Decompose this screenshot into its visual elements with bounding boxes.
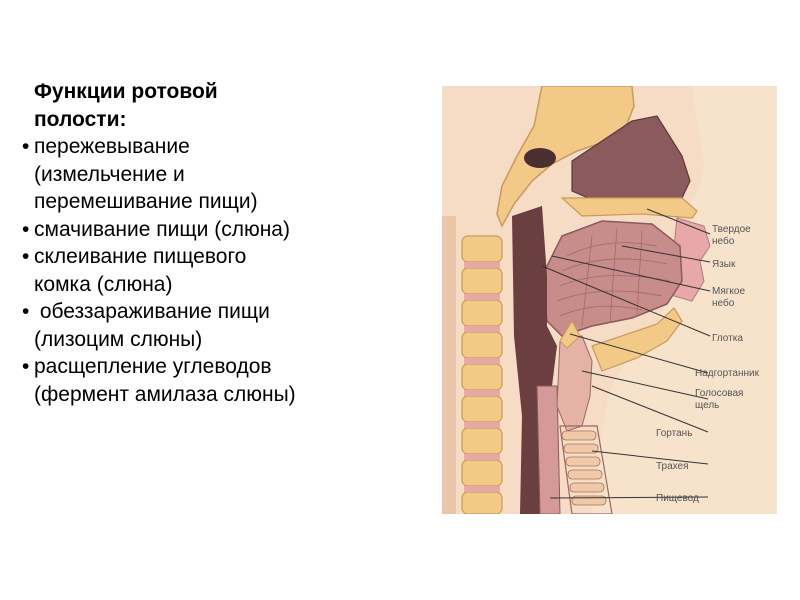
label-lines	[541, 208, 711, 499]
sinus	[524, 148, 556, 168]
trachea-wall	[559, 425, 613, 514]
spine-discs	[464, 262, 500, 492]
label-epiglottis: Надгортанник	[695, 368, 760, 379]
heading: Функции ротовой полости:	[22, 78, 432, 133]
bullet-gluing: • склеивание пищевого комка (слюна)	[22, 243, 432, 298]
bullet-wetting: • смачивание пищи (слюна)	[22, 216, 432, 244]
label-tongue: Язык	[712, 259, 736, 270]
label-pharynx: Глотка	[712, 333, 743, 344]
bullet-line: расщепление углеводов	[34, 355, 272, 378]
label-glottis: щель	[695, 400, 719, 411]
heading-line: полости:	[34, 107, 127, 131]
oral-cavity-diagram: Твердое небо Язык Мягкое небо Глотка Над…	[442, 86, 777, 514]
label-hard-palate: небо	[712, 235, 735, 247]
bullet-dot: •	[22, 135, 30, 158]
label-larynx: Гортань	[656, 428, 692, 439]
bullet-carbohydrate-splitting: • расщепление углеводов (фермент амилаза…	[22, 353, 432, 408]
esophagus-tube	[536, 385, 561, 514]
bullet-disinfection: • обеззараживание пищи (лизоцим слюны)	[22, 298, 432, 353]
bullet-line: смачивание пищи (слюна)	[34, 217, 290, 241]
trachea-rings	[561, 430, 607, 506]
label-soft-palate: небо	[712, 297, 735, 309]
hard-palate	[560, 197, 698, 219]
label-esophagus: Пищевод	[656, 493, 699, 504]
bullet-dot: •	[22, 300, 30, 323]
jaw-bone	[591, 307, 683, 372]
bullet-dot: •	[22, 245, 30, 268]
bullet-line: (измельчение и	[34, 162, 185, 186]
heading-line: Функции ротовой	[34, 80, 218, 103]
label-trachea: Трахея	[656, 461, 689, 472]
larynx	[556, 335, 593, 432]
spine-vertebrae	[461, 235, 503, 514]
tongue	[541, 220, 683, 337]
bullet-line: (лизоцим слюны)	[34, 327, 203, 351]
skull-bone	[496, 86, 635, 228]
bullet-line: (фермент амилаза слюны)	[34, 382, 296, 406]
label-glottis: Голосовая	[695, 388, 743, 399]
bullet-dot: •	[22, 355, 30, 378]
bullet-line: пережевывание	[34, 135, 190, 158]
bullet-dot: •	[22, 217, 30, 241]
bullet-line: перемешивание пищи)	[34, 190, 258, 213]
bullet-line: комка (слюна)	[34, 272, 173, 296]
label-soft-palate: Мягкое	[712, 286, 745, 297]
bullet-chewing: • пережевывание (измельчение и перемешив…	[22, 133, 432, 216]
bullet-line: обеззараживание пищи	[34, 300, 270, 323]
label-hard-palate: Твердое	[712, 224, 751, 235]
spinal-cord	[442, 216, 456, 514]
functions-text: Функции ротовой полости: • пережевывание…	[22, 78, 432, 408]
bullet-line: склеивание пищевого	[34, 245, 247, 268]
